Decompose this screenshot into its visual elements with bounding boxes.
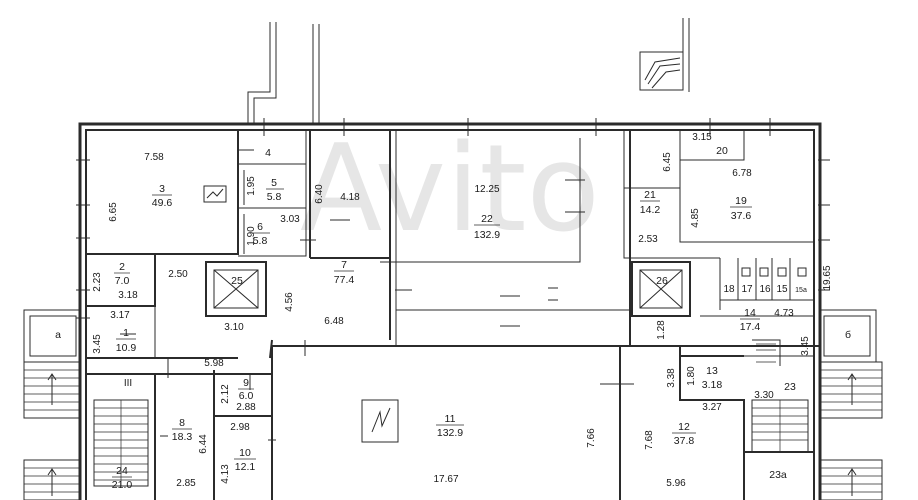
dimension-labels: 7.58 6.65 1.95 3.03 1.90 6.40 4.18 12.25… <box>92 132 833 489</box>
room-2-area: 7.0 <box>115 275 130 287</box>
room-4-number: 4 <box>265 147 271 159</box>
dim-label: 6.44 <box>198 434 209 454</box>
dim-label: 3.15 <box>692 132 712 143</box>
room-14-area: 17.4 <box>740 321 761 333</box>
room-9-number: 9 <box>243 377 249 389</box>
dim-label: 3.18 <box>118 290 138 301</box>
dim-label: 2.85 <box>176 478 196 489</box>
dim-label: 3.27 <box>702 402 722 413</box>
room-5-number: 5 <box>271 177 277 189</box>
room-19-number: 19 <box>735 195 747 207</box>
ventilation-shafts <box>247 18 690 125</box>
room-24-area: 21.0 <box>112 479 133 491</box>
dim-label: 7.68 <box>644 430 655 450</box>
dim-label: 17.67 <box>433 474 458 485</box>
dim-label: 5.98 <box>204 358 224 369</box>
room-11-area: 132.9 <box>437 427 463 439</box>
room-24-number: 24 <box>116 465 128 477</box>
room-16-number: 16 <box>759 284 771 295</box>
room-9-area: 6.0 <box>239 390 254 402</box>
dim-label: 19.65 <box>822 265 833 290</box>
dim-label: 2.53 <box>638 234 658 245</box>
dim-label: 5.96 <box>666 478 686 489</box>
room-18-number: 18 <box>723 284 735 295</box>
room-22-number: 22 <box>481 213 493 225</box>
room-23-number: 23 <box>784 381 796 393</box>
dim-label: 6.65 <box>108 202 119 222</box>
room-26-number: 26 <box>656 275 668 287</box>
dim-label: 7.58 <box>144 152 164 163</box>
dim-label: 3.03 <box>280 214 300 225</box>
dim-label: 3.45 <box>800 336 811 356</box>
room-7-area: 77.4 <box>334 274 355 286</box>
dim-label: 6.45 <box>662 152 673 172</box>
dim-label: 2.12 <box>220 384 231 404</box>
dim-label: 2.23 <box>92 272 103 292</box>
room-19-area: 37.6 <box>731 210 752 222</box>
dim-label: 4.85 <box>690 208 701 228</box>
room-6-number: 6 <box>257 221 263 233</box>
room-12-area: 37.8 <box>674 435 695 447</box>
dim-label: 1.90 <box>246 226 257 246</box>
dim-label: 4.73 <box>774 308 794 319</box>
room-25-number: 25 <box>231 275 243 287</box>
room-14-number: 14 <box>744 307 756 319</box>
room-15a-number: 15a <box>795 287 807 294</box>
dim-label: 6.40 <box>314 184 325 204</box>
room-22-area: 132.9 <box>474 229 500 241</box>
dim-label: 4.18 <box>340 192 360 203</box>
dim-label: 1.80 <box>686 366 697 386</box>
dim-label: 4.13 <box>220 464 231 484</box>
room-5-area: 5.8 <box>267 191 282 203</box>
room-21-area: 14.2 <box>640 204 661 216</box>
watermark-text: Avito <box>300 120 600 259</box>
room-12-number: 12 <box>678 421 690 433</box>
room-7-number: 7 <box>341 259 347 271</box>
dim-label: 4.56 <box>284 292 295 312</box>
room-13-area: 3.18 <box>702 379 723 391</box>
dim-label: 6.78 <box>732 168 752 179</box>
interior-walls <box>86 129 820 500</box>
dim-label: 3.30 <box>754 390 774 401</box>
room-1-area: 10.9 <box>116 342 137 354</box>
dim-label: 2.88 <box>236 402 256 413</box>
stair-iii-label: III <box>124 378 132 389</box>
room-3-area: 49.6 <box>152 197 173 209</box>
dim-label: 12.25 <box>474 184 499 195</box>
dim-label: 3.10 <box>224 322 244 333</box>
room-10-area: 12.1 <box>235 461 256 473</box>
room-a-number: а <box>55 329 61 341</box>
dim-label: 7.66 <box>586 428 597 448</box>
room-21-number: 21 <box>644 189 656 201</box>
room-6-area: 5.8 <box>253 235 268 247</box>
room-20-number: 20 <box>716 145 728 157</box>
room-15-number: 15 <box>776 284 788 295</box>
dim-label: 3.45 <box>92 334 103 354</box>
room-labels: 3 49.6 4 5 5.8 6 5.8 2 7.0 7 77.4 22 132… <box>55 145 851 491</box>
room-1-number: 1 <box>123 327 129 339</box>
room-11-number: 11 <box>445 413 456 425</box>
room-23a-number: 23а <box>769 469 787 481</box>
room-13-number: 13 <box>706 365 718 377</box>
room-8-area: 18.3 <box>172 431 193 443</box>
left-entrance <box>23 309 81 500</box>
room-10-number: 10 <box>239 447 251 459</box>
dim-label: 2.50 <box>168 269 188 280</box>
room-8-number: 8 <box>179 417 185 429</box>
right-entrance <box>819 309 883 500</box>
room-2-number: 2 <box>119 261 125 273</box>
dim-label: 1.95 <box>246 176 257 196</box>
dim-label: 2.98 <box>230 422 250 433</box>
room-3-number: 3 <box>159 183 165 195</box>
dim-label: 3.17 <box>110 310 130 321</box>
dim-label: 1.28 <box>656 320 667 340</box>
room-b-number: б <box>845 329 851 341</box>
room-17-number: 17 <box>741 284 753 295</box>
dim-label: 3.38 <box>666 368 677 388</box>
dim-label: 6.48 <box>324 316 344 327</box>
